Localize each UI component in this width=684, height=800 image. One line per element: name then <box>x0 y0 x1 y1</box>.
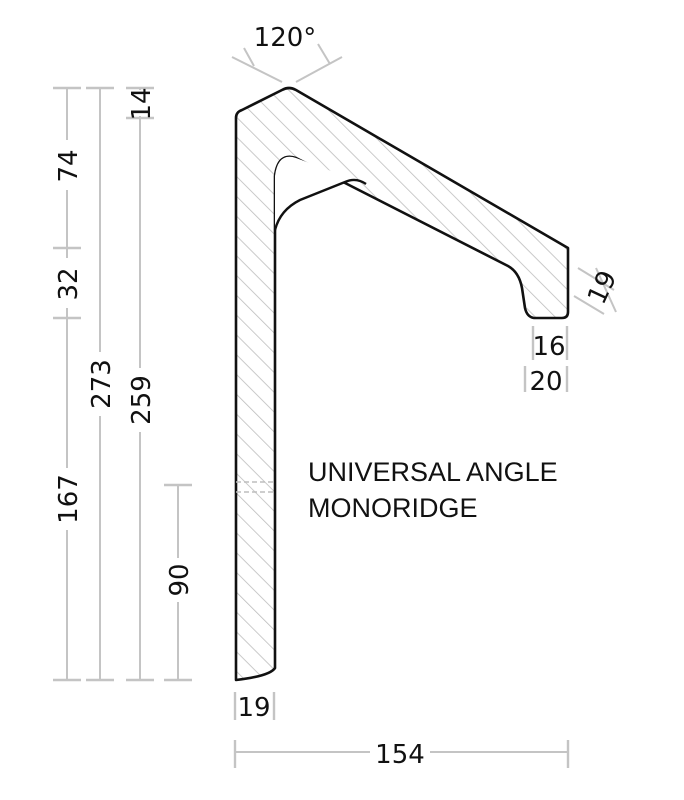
dim-14-label: 14 <box>127 87 157 120</box>
angle-indicator <box>231 43 343 83</box>
product-title-line2: MONORIDGE <box>308 493 478 523</box>
monoridge-profile <box>234 86 570 682</box>
dim-90-label: 90 <box>165 563 195 596</box>
dim-74-label: 74 <box>54 149 84 182</box>
dim-273-label: 273 <box>87 359 117 409</box>
dim-20-label: 20 <box>529 367 562 397</box>
angle-label: 120° <box>254 23 317 53</box>
dim-right-19-label: 19 <box>582 266 623 309</box>
dim-154-label: 154 <box>375 740 425 770</box>
dim-167-label: 167 <box>54 474 84 524</box>
dim-32-label: 32 <box>54 267 84 300</box>
right-arm-dimensions <box>523 267 617 392</box>
product-title-line1: UNIVERSAL ANGLE <box>308 457 558 487</box>
dim-259-label: 259 <box>127 375 157 425</box>
dim-16-label: 16 <box>532 332 565 362</box>
dim-leg-19-label: 19 <box>237 693 270 723</box>
